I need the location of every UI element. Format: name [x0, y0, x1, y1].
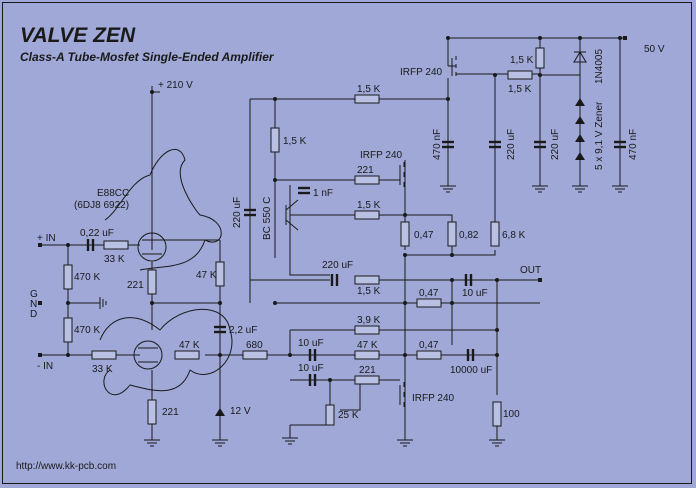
- bjt-label: BC 550 C: [262, 197, 273, 240]
- resistor-221-c: [354, 375, 380, 385]
- svg-text:220 uF: 220 uF: [506, 129, 517, 160]
- subtitle: Class-A Tube-Mosfet Single-Ended Amplifi…: [20, 50, 275, 64]
- svg-text:100: 100: [503, 409, 520, 420]
- resistors: [63, 47, 545, 427]
- vacuum-tube: [133, 232, 167, 370]
- svg-text:6,8 K: 6,8 K: [502, 230, 526, 241]
- resistor-470k-a: [63, 264, 73, 290]
- svg-text:33 K: 33 K: [104, 254, 125, 265]
- mosfet-q1-label: IRFP 240: [400, 67, 442, 78]
- svg-text:0,47: 0,47: [419, 340, 439, 351]
- output-label: OUT: [520, 265, 541, 276]
- tube-alt: (6DJ8 6922): [74, 200, 129, 211]
- resistor-082: [447, 221, 457, 247]
- resistor-047-a: [400, 221, 410, 247]
- resistor-3k9: [354, 325, 380, 335]
- svg-text:1 nF: 1 nF: [313, 188, 333, 199]
- resistor-6k8: [490, 221, 500, 247]
- svg-text:47 K: 47 K: [179, 340, 200, 351]
- resistor-1k5-top: [354, 94, 380, 104]
- title: VALVE ZEN: [20, 24, 136, 47]
- resistor-047-c: [416, 350, 442, 360]
- svg-text:221: 221: [127, 280, 144, 291]
- svg-text:221: 221: [162, 407, 179, 418]
- junctions: [38, 36, 627, 382]
- resistor-680: [242, 350, 268, 360]
- resistor-047-b: [416, 298, 442, 308]
- labels: + 210 V 50 V E88CC (6DJ8 6922) + IN - IN…: [30, 44, 665, 421]
- tube-name: E88CC: [97, 188, 129, 199]
- svg-text:10 uF: 10 uF: [298, 363, 324, 374]
- svg-text:0,22 uF: 0,22 uF: [80, 228, 114, 239]
- rail-hv-label: + 210 V: [158, 80, 193, 91]
- svg-text:1,5 K: 1,5 K: [357, 200, 381, 211]
- svg-text:10000 uF: 10000 uF: [450, 365, 492, 376]
- svg-text:470 nF: 470 nF: [432, 129, 443, 160]
- svg-text:1,5 K: 1,5 K: [508, 84, 532, 95]
- resistor-221-gate: [354, 175, 380, 185]
- svg-text:0,47: 0,47: [419, 288, 439, 299]
- svg-text:10 uF: 10 uF: [298, 338, 324, 349]
- svg-text:221: 221: [359, 365, 376, 376]
- capacitors: [86, 140, 626, 386]
- resistor-100: [492, 401, 502, 427]
- resistor-1k5-v: [270, 127, 280, 153]
- gnd-label: G: [30, 289, 38, 300]
- mosfet-q2-label: IRFP 240: [360, 150, 402, 161]
- svg-text:2,2 uF: 2,2 uF: [229, 325, 257, 336]
- svg-text:220 uF: 220 uF: [232, 197, 243, 228]
- svg-text:0,82: 0,82: [459, 230, 479, 241]
- svg-text:D: D: [30, 309, 37, 320]
- input-plus: + IN: [37, 233, 56, 244]
- diodes: [215, 51, 587, 416]
- svg-text:1,5 K: 1,5 K: [283, 136, 307, 147]
- svg-text:N: N: [30, 299, 37, 310]
- resistor-1k5-s2: [507, 70, 533, 80]
- mosfet-q3-label: IRFP 240: [412, 393, 454, 404]
- resistor-1k5-c: [354, 275, 380, 285]
- rail-lv-label: 50 V: [644, 44, 665, 55]
- svg-text:33 K: 33 K: [92, 364, 113, 375]
- svg-text:1,5 K: 1,5 K: [357, 286, 381, 297]
- svg-text:0,47: 0,47: [414, 230, 434, 241]
- resistor-47k-c: [354, 350, 380, 360]
- svg-text:470 K: 470 K: [74, 272, 100, 283]
- svg-text:680: 680: [246, 340, 263, 351]
- schematic-frame: [2, 2, 692, 484]
- resistor-221-a: [147, 269, 157, 295]
- svg-text:47 K: 47 K: [196, 270, 217, 281]
- svg-text:1,5 K: 1,5 K: [510, 55, 534, 66]
- resistor-470k-b: [63, 317, 73, 343]
- resistor-1k5-s1: [535, 47, 545, 69]
- diode-label: 1N4005: [594, 49, 605, 84]
- zener-label: 5 x 9,1 V Zener: [594, 101, 605, 170]
- svg-text:47 K: 47 K: [357, 340, 378, 351]
- input-minus: - IN: [37, 361, 53, 372]
- svg-text:10 uF: 10 uF: [462, 288, 488, 299]
- svg-text:221: 221: [357, 165, 374, 176]
- svg-text:25 K: 25 K: [338, 410, 359, 421]
- resistor-221-b: [147, 399, 157, 425]
- resistor-33k-a: [103, 240, 129, 250]
- resistor-1k5-b: [354, 210, 380, 220]
- svg-text:470 nF: 470 nF: [628, 129, 639, 160]
- svg-text:3,9 K: 3,9 K: [357, 315, 381, 326]
- potentiometer-25k: [325, 404, 335, 426]
- wires: [40, 37, 625, 440]
- zener-12v-label: 12 V: [230, 406, 251, 417]
- resistor-47k-b: [174, 350, 200, 360]
- hand-sketch: [99, 148, 233, 396]
- ground-symbols: [99, 180, 628, 447]
- website: http://www.kk-pcb.com: [16, 461, 116, 472]
- svg-text:220 uF: 220 uF: [322, 260, 353, 271]
- svg-text:470 K: 470 K: [74, 325, 100, 336]
- svg-text:220 uF: 220 uF: [550, 129, 561, 160]
- resistor-33k-b: [91, 350, 117, 360]
- svg-text:1,5 K: 1,5 K: [357, 84, 381, 95]
- resistor-47k-plate: [215, 261, 225, 287]
- transistors: [285, 56, 457, 407]
